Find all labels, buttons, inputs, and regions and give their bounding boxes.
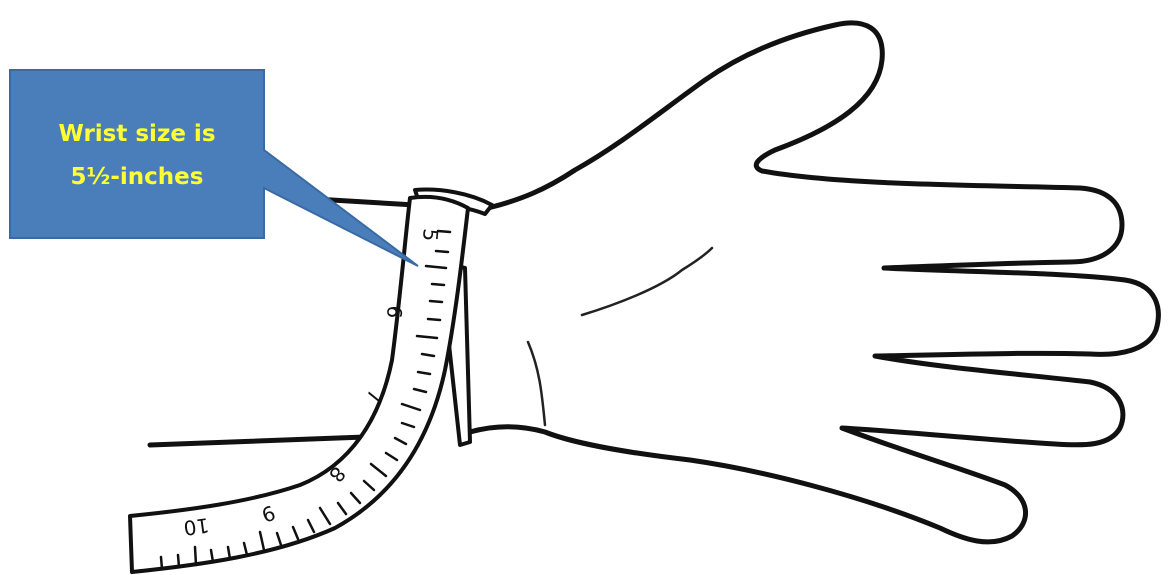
tape-number-5: 5 [418, 228, 443, 243]
palm-crease-upper [582, 248, 712, 315]
palm-crease-lower [528, 342, 545, 425]
tape-number-6: 6 [382, 305, 407, 320]
tape-number-10: 10 [182, 513, 211, 540]
hand-outline [470, 23, 1158, 542]
measuring-tape [130, 197, 468, 572]
callout-line-1: Wrist size is [58, 121, 215, 147]
callout: Wrist size is 5½-inches [10, 70, 418, 266]
callout-line-2: 5½-inches [71, 164, 204, 190]
